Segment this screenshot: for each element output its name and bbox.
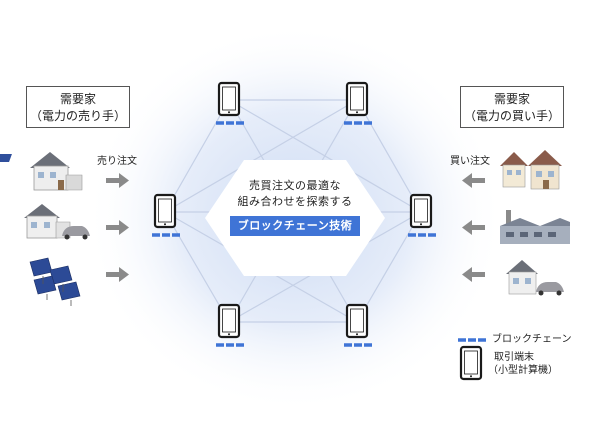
house-icon xyxy=(500,150,562,190)
arrow-right-icon xyxy=(106,173,129,188)
seller-box: 需要家 （電力の売り手） xyxy=(26,86,130,128)
seller-title: 需要家 xyxy=(59,92,96,106)
arrow-left-icon xyxy=(462,220,485,235)
buyer-subtitle: （電力の買い手） xyxy=(463,109,560,123)
house-solar-icon xyxy=(0,152,83,191)
center-line-1: 売買注文の最適な xyxy=(249,179,341,192)
tablet-icon xyxy=(459,345,483,381)
factory-icon xyxy=(500,210,570,244)
solar-panel-icon xyxy=(29,257,81,306)
house-car-icon xyxy=(506,260,564,296)
arrow-left-icon xyxy=(462,173,485,188)
buy-order-label: 買い注文 xyxy=(450,156,490,167)
buyer-title: 需要家 xyxy=(493,92,530,106)
legend-terminal: 取引端末 xyxy=(494,352,534,363)
buyer-box: 需要家 （電力の買い手） xyxy=(460,86,564,128)
arrow-right-icon xyxy=(106,220,129,235)
arrow-left-icon xyxy=(462,267,485,282)
sell-order-label: 売り注文 xyxy=(97,156,137,167)
seller-subtitle: （電力の売り手） xyxy=(29,109,126,123)
house-car-icon xyxy=(24,204,90,240)
legend-blockchain: ブロックチェーン xyxy=(492,334,572,345)
center-line-2: 組み合わせを探索する xyxy=(237,195,353,208)
legend-terminal-note: （小型計算機） xyxy=(488,365,558,376)
arrow-right-icon xyxy=(106,267,129,282)
blockchain-technology-label: ブロックチェーン技術 xyxy=(230,216,360,236)
